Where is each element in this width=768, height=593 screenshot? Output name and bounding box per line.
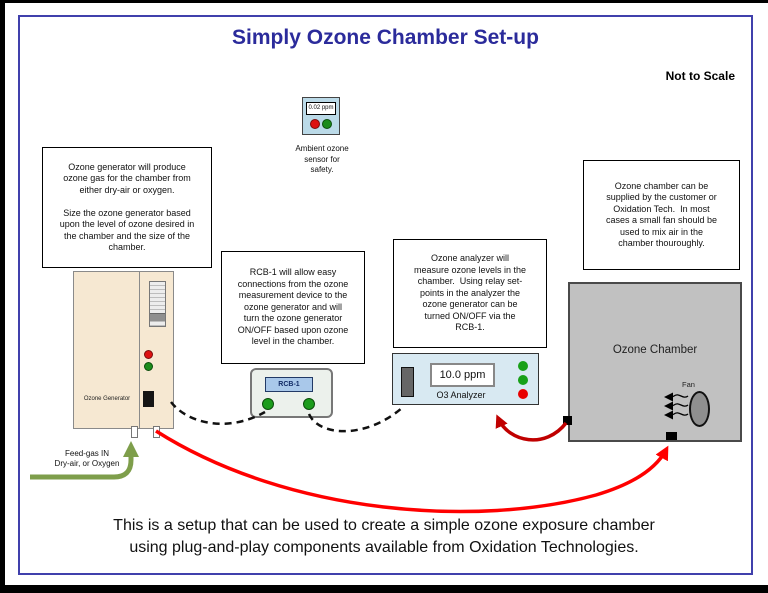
o3-analyzer-device: 10.0 ppm O3 Analyzer [392, 353, 539, 405]
generator-note-box: Ozone generator will produce ozone gas f… [42, 147, 212, 268]
flow-meter-icon [149, 281, 166, 327]
generator-label: Ozone Generator [83, 396, 131, 402]
rcb-port-right [303, 398, 315, 410]
chamber-supply-connector [666, 432, 677, 440]
green-led-icon [322, 119, 332, 129]
red-led-icon [144, 350, 153, 359]
analyzer-note-text: Ozone analyzer will measure ozone levels… [413, 253, 527, 333]
generator-note-text: Ozone generator will produce ozone gas f… [59, 161, 195, 253]
rcb-device: RCB-1 [250, 368, 333, 418]
footer-caption: This is a setup that can be used to crea… [113, 517, 655, 556]
power-switch-icon [143, 391, 154, 407]
generator-panel-divider [139, 272, 140, 428]
not-to-scale-note: Not to Scale [665, 69, 735, 83]
page-title: Simply Ozone Chamber Set-up [232, 26, 539, 49]
generator-inlet-port [131, 426, 138, 438]
ambient-sensor-display: 0.02 ppm [306, 102, 336, 115]
ambient-sensor-device: 0.02 ppm [302, 97, 340, 135]
chamber-note-box: Ozone chamber can be supplied by the cus… [583, 160, 740, 270]
rcb-device-label: RCB-1 [265, 377, 313, 392]
feed-gas-label: Feed-gas IN Dry-air, or Oxygen [54, 449, 120, 468]
fan-icon [689, 391, 710, 427]
ambient-sensor-caption: Ambient ozone sensor for safety. [295, 144, 349, 174]
scan-edge-left [0, 0, 5, 593]
analyzer-label: O3 Analyzer [436, 390, 486, 400]
chamber-note-text: Ozone chamber can be supplied by the cus… [605, 180, 718, 249]
green-led-icon [518, 375, 528, 385]
analyzer-note-box: Ozone analyzer will measure ozone levels… [393, 239, 547, 348]
red-led-icon [518, 389, 528, 399]
chamber-sample-connector [563, 416, 572, 425]
rcb-port-left [262, 398, 274, 410]
fan-label: Fan [682, 380, 695, 389]
rcb-note-box: RCB-1 will allow easy connections from t… [221, 251, 365, 364]
generator-outlet-port [153, 426, 160, 438]
page-frame [18, 15, 753, 575]
green-led-icon [518, 361, 528, 371]
analyzer-display: 10.0 ppm [430, 363, 495, 387]
scan-edge-top [0, 0, 768, 3]
ozone-chamber: Ozone Chamber Fan [568, 282, 742, 442]
red-led-icon [310, 119, 320, 129]
flow-meter-float [150, 313, 165, 321]
rcb-note-text: RCB-1 will allow easy connections from t… [237, 267, 349, 347]
green-led-icon [144, 362, 153, 371]
analyzer-slot [401, 367, 414, 397]
chamber-label: Ozone Chamber [612, 344, 698, 356]
ozone-generator-device: Ozone Generator [73, 271, 174, 429]
scan-edge-bottom [0, 585, 768, 593]
